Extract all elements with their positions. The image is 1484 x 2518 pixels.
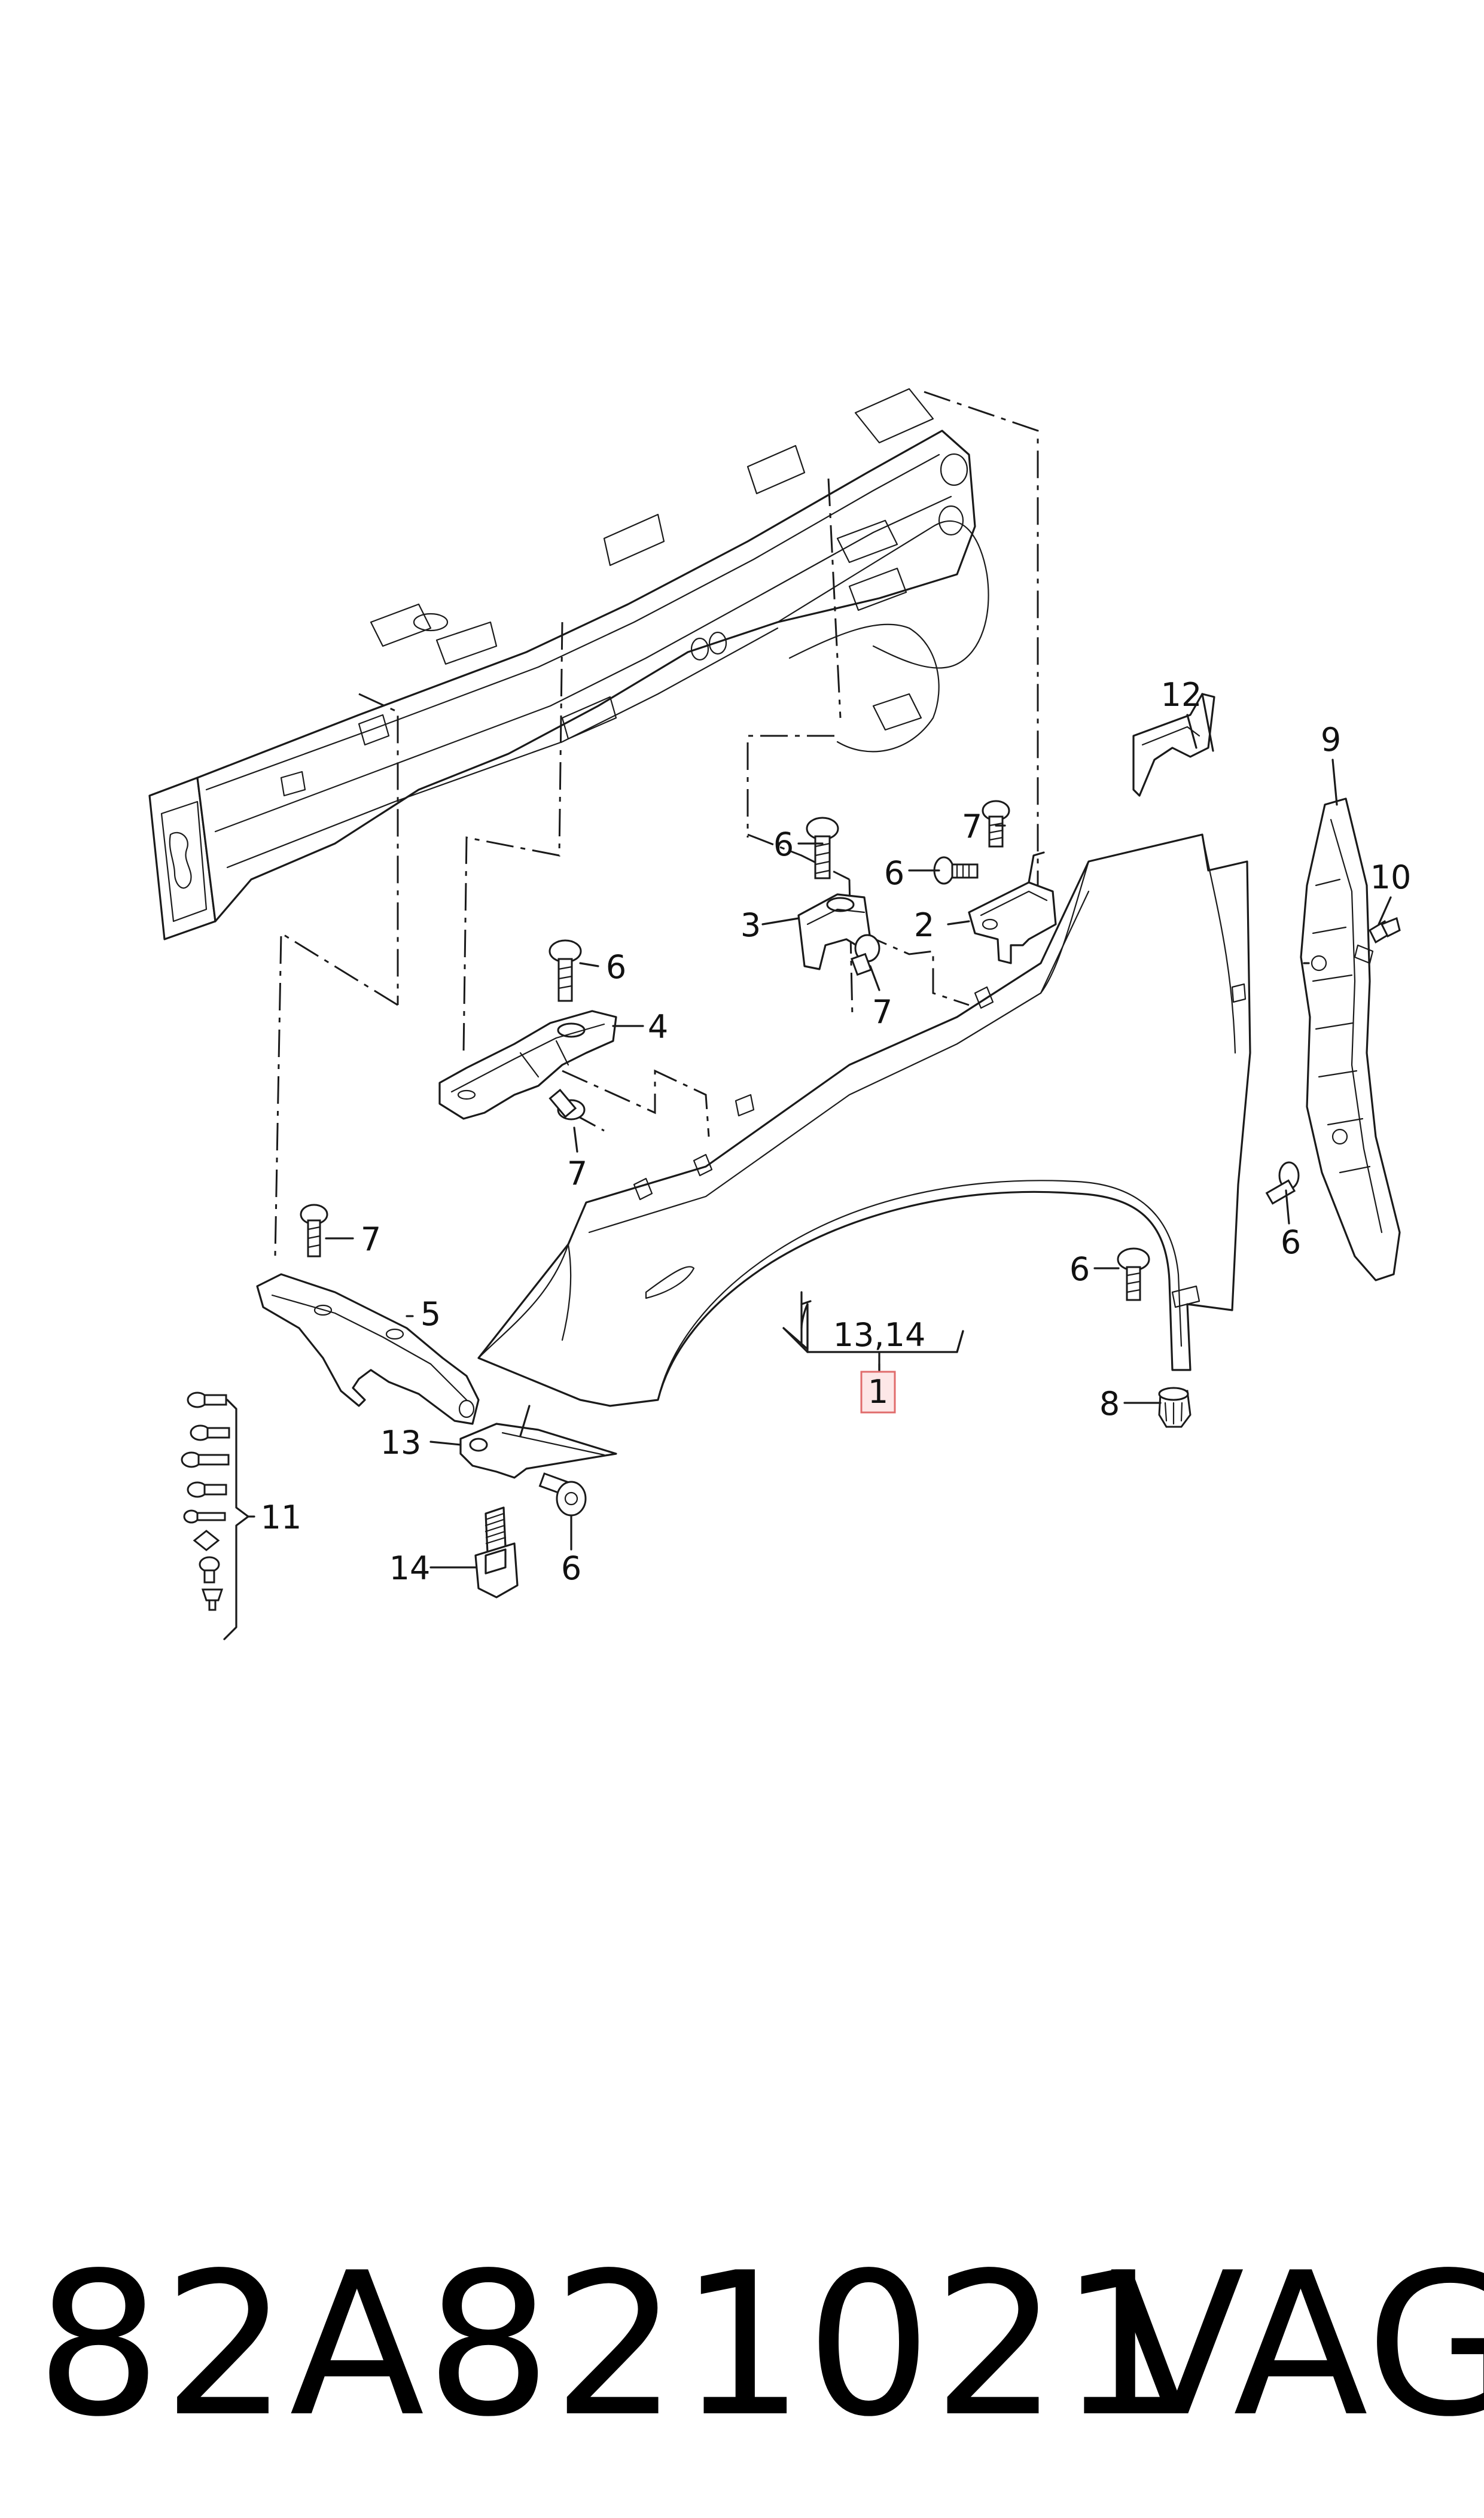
bracket-part-13 xyxy=(459,1423,617,1479)
clip-nut-8 xyxy=(1158,1387,1192,1428)
bolt-6-panel xyxy=(1265,1161,1300,1205)
insulation-panel-part-9 xyxy=(1300,797,1401,1281)
callout-9: 9 xyxy=(1321,721,1341,759)
callout-6-part13: 6 xyxy=(561,1549,581,1587)
callout-2: 2 xyxy=(914,906,934,944)
stud-bolt-part-14 xyxy=(474,1506,519,1599)
callout-6-fender: 6 xyxy=(1069,1250,1090,1288)
fasteners xyxy=(181,800,1401,1611)
bracket-part-12 xyxy=(1132,693,1215,797)
bracket-part-4 xyxy=(438,1010,617,1120)
bolt-6-part4 xyxy=(548,939,582,1002)
body-frame-structure xyxy=(148,388,989,940)
callout-10: 10 xyxy=(1370,858,1412,896)
exploded-parts-diagram: 1 2 3 4 5 6 6 6 6 6 6 7 7 7 7 8 9 10 11 … xyxy=(148,388,1412,1640)
callout-6-part4: 6 xyxy=(606,948,626,986)
callout-7-part3: 7 xyxy=(872,993,892,1031)
clip-10 xyxy=(1369,917,1401,944)
callout-13-14: 13,14 xyxy=(833,1316,926,1354)
callout-6-part2: 6 xyxy=(884,854,904,892)
callout-4: 4 xyxy=(648,1008,668,1046)
bolt-6-part3 xyxy=(806,817,839,879)
assembly-guide-lines xyxy=(274,391,1039,1257)
callout-labels: 1 2 3 4 5 6 6 6 6 6 6 7 7 7 7 8 9 10 11 … xyxy=(261,676,1412,1587)
brand-name: VAG xyxy=(1110,2230,1484,2460)
bracket-part-2 xyxy=(968,851,1057,964)
bracket-part-3 xyxy=(797,893,871,970)
callout-6-panel: 6 xyxy=(1281,1223,1301,1261)
fender-part-1 xyxy=(477,833,1251,1407)
callout-14: 14 xyxy=(389,1549,431,1587)
leader-lines xyxy=(223,714,1392,1640)
bracket-part-5 xyxy=(256,1273,480,1425)
callout-8: 8 xyxy=(1099,1385,1120,1423)
callout-6-part3: 6 xyxy=(773,826,794,863)
bolt-7-part5 xyxy=(300,1204,328,1258)
callout-7-part2: 7 xyxy=(962,808,982,845)
callout-7-part5: 7 xyxy=(361,1220,381,1258)
bolt-6-fender xyxy=(1117,1247,1150,1301)
callout-13: 13 xyxy=(380,1424,422,1462)
callout-1-highlight-box xyxy=(860,1371,896,1414)
callout-1: 1 xyxy=(868,1373,888,1411)
fastener-set-11 xyxy=(181,1392,230,1611)
bolt-6-part13 xyxy=(538,1472,587,1517)
bolt-7-part4 xyxy=(548,1088,586,1121)
callout-5: 5 xyxy=(420,1295,441,1333)
callout-12: 12 xyxy=(1161,676,1202,714)
callout-3: 3 xyxy=(741,906,761,944)
callout-7-part4: 7 xyxy=(567,1155,587,1192)
bolt-7-part2 xyxy=(982,800,1010,848)
part-number: 82A821021 xyxy=(36,2230,1187,2460)
callout-11: 11 xyxy=(261,1499,302,1536)
bolt-7-part3 xyxy=(851,934,880,976)
bolt-6-part2 xyxy=(933,856,979,885)
